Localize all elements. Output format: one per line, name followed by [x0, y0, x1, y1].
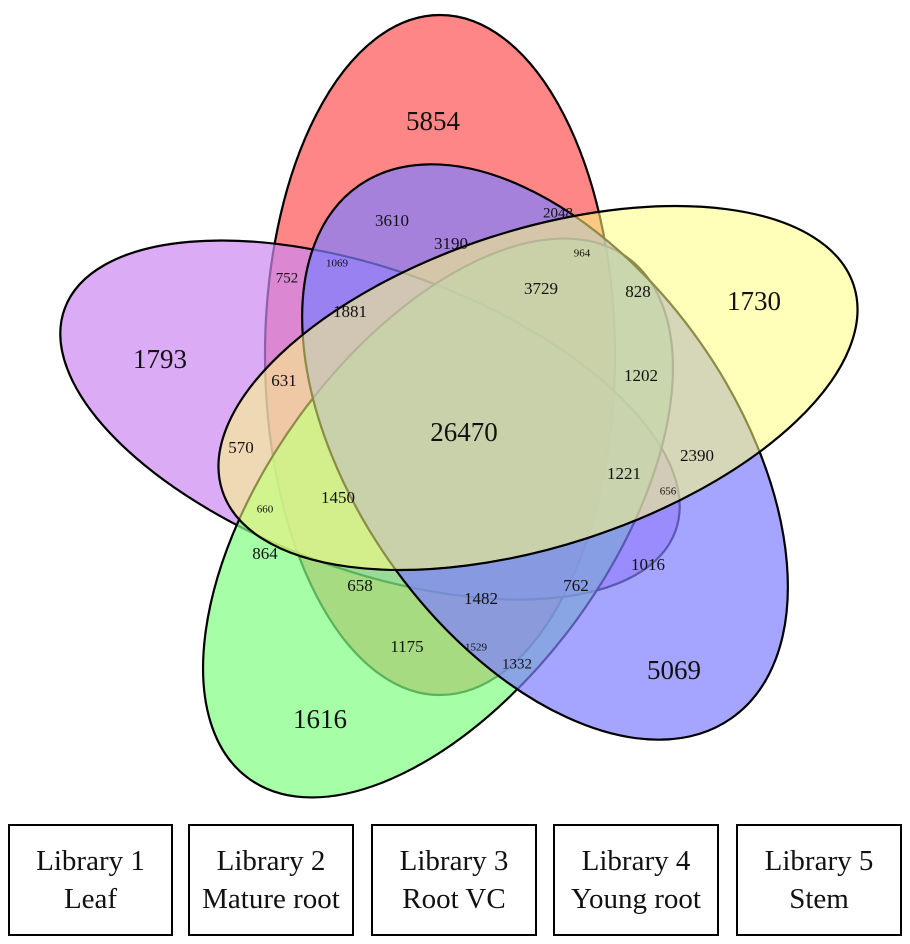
ellipse-library-5: [217, 204, 859, 572]
region-count: 660: [257, 504, 274, 516]
region-count: 1175: [390, 637, 423, 656]
legend-library-3-tissue: Root VC: [402, 883, 506, 915]
region-count: 1793: [133, 344, 187, 374]
legend-library-3: Library 3 Root VC: [371, 824, 537, 936]
legend-library-2-tissue: Mature root: [202, 883, 340, 915]
region-count: 26470: [430, 417, 498, 447]
legend-library-4: Library 4 Young root: [553, 824, 719, 936]
region-count: 1730: [727, 286, 781, 316]
region-count: 2048: [543, 205, 573, 221]
region-count: 828: [625, 282, 651, 301]
legend-library-4-tissue: Young root: [570, 883, 701, 915]
region-count: 752: [276, 270, 299, 286]
region-count: 1450: [321, 488, 355, 507]
legend-library-4-name: Library 4: [581, 845, 691, 877]
region-count: 3610: [375, 211, 409, 230]
region-count: 3729: [524, 279, 558, 298]
region-count: 3190: [434, 234, 468, 253]
region-count: 1221: [607, 464, 641, 483]
region-count: 656: [660, 486, 677, 498]
region-count: 5069: [647, 655, 701, 685]
region-count: 1202: [624, 366, 658, 385]
region-count: 631: [271, 371, 297, 390]
region-count: 2390: [680, 446, 714, 465]
region-count: 1529: [465, 642, 488, 654]
legend-library-1-name: Library 1: [36, 845, 145, 877]
legend-library-1: Library 1 Leaf: [8, 824, 173, 936]
legend-library-5: Library 5 Stem: [736, 824, 902, 936]
region-count: 1332: [502, 656, 532, 672]
region-count: 1482: [464, 589, 498, 608]
legend-library-5-name: Library 5: [764, 845, 874, 877]
region-count: 864: [252, 544, 278, 563]
legend-library-2-name: Library 2: [216, 845, 326, 877]
region-count: 1016: [631, 555, 665, 574]
region-count: 570: [228, 438, 254, 457]
legend: Library 1 Leaf Library 2 Mature root Lib…: [0, 824, 910, 940]
legend-library-2: Library 2 Mature root: [188, 824, 354, 936]
legend-library-3-name: Library 3: [399, 845, 509, 877]
region-count: 5854: [406, 106, 461, 136]
legend-library-1-tissue: Leaf: [63, 883, 118, 915]
venn-diagram: 5854 1793 1616 5069 1730 26470 3610 2048 3190 752…: [59, 13, 859, 799]
region-count: 762: [563, 576, 589, 595]
region-count: 1069: [326, 258, 349, 270]
region-count: 1616: [293, 704, 347, 734]
region-count: 658: [347, 576, 373, 595]
region-count: 964: [574, 248, 591, 260]
legend-library-5-tissue: Stem: [789, 883, 849, 915]
region-count: 1881: [333, 302, 367, 321]
